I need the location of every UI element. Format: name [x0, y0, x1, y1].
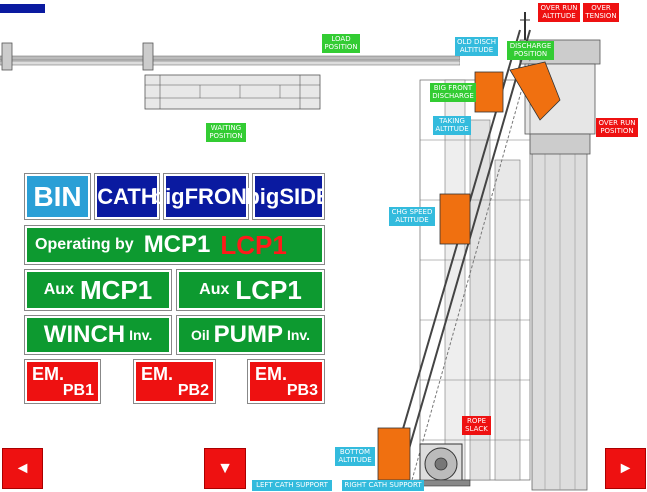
left-cath-support-label: LEFT CATH SUPPORT [252, 480, 332, 491]
oil-pump-inv-button[interactable]: Oil PUMP Inv. [176, 315, 325, 355]
aux-lcp1-prefix: Aux [199, 281, 230, 298]
arrow-left-icon: ◄ [14, 459, 31, 477]
operating-by-button[interactable]: Operating by MCP1 LCP1 [24, 225, 325, 265]
over-run-altitude-label: OVER RUN ALTITUDE [538, 3, 580, 22]
cath-view-button[interactable]: CATH [94, 173, 160, 220]
bin-view-button[interactable]: BIN [24, 173, 91, 220]
aux-mcp1-button[interactable]: Aux MCP1 [24, 269, 172, 311]
nav-right-button[interactable]: ► [605, 448, 646, 489]
em-pb2-em-text: EM. [141, 364, 174, 384]
load-position-label: LOAD POSITION [322, 34, 360, 53]
em-pb3-button[interactable]: EM. PB3 [247, 359, 325, 404]
operating-mcp1-text: MCP1 [143, 231, 211, 258]
oil-text: Oil [190, 327, 210, 343]
old-disch-altitude-label: OLD DISCH ALTITUDE [455, 37, 498, 56]
aux-lcp1-button[interactable]: Aux LCP1 [176, 269, 325, 311]
over-run-position-label: OVER RUN POSITION [596, 118, 638, 137]
em-pb1-em-text: EM. [32, 364, 65, 384]
taking-altitude-label: TAKING ALTITUDE [433, 116, 471, 135]
arrow-right-icon: ► [617, 459, 634, 477]
operating-by-text: Operating by [35, 236, 134, 253]
em-pb1-button[interactable]: EM. PB1 [24, 359, 101, 404]
em-pb3-pb-text: PB3 [286, 382, 318, 399]
pump-text: PUMP [213, 321, 283, 348]
operating-lcp1-text: LCP1 [220, 229, 287, 260]
hoist-structure-drawing [377, 12, 601, 491]
em-pb3-em-text: EM. [255, 364, 288, 384]
winch-text: WINCH [43, 321, 126, 348]
pump-inv-text: Inv. [286, 327, 311, 343]
right-cath-support-label: RIGHT CATH SUPPORT [342, 480, 424, 491]
over-tension-label: OVER TENSION [583, 3, 619, 22]
nav-down-button[interactable]: ▼ [204, 448, 246, 489]
discharge-position-label: DISCHARGE POSITION [507, 41, 554, 60]
bottom-altitude-label: BOTTOM ALTITUDE [335, 447, 375, 466]
big-side-view-button[interactable]: bigSIDE [246, 173, 331, 220]
conveyor-drawing [0, 42, 460, 110]
em-pb2-pb-text: PB2 [177, 382, 209, 399]
aux-mcp1-text: MCP1 [79, 274, 153, 305]
aux-lcp1-text: LCP1 [235, 274, 302, 305]
winch-inv-button[interactable]: WINCH Inv. [24, 315, 172, 355]
big-front-view-button[interactable]: bigFRONT [152, 173, 260, 220]
em-pb1-pb-text: PB1 [62, 382, 94, 399]
arrow-down-icon: ▼ [217, 459, 233, 477]
winch-inv-text: Inv. [129, 327, 153, 343]
aux-mcp1-prefix: Aux [43, 281, 74, 298]
big-front-discharge-label: BIG FRONT DISCHARGE [430, 83, 476, 102]
waiting-position-label: WAITING POSITION [206, 123, 246, 142]
nav-left-button[interactable]: ◄ [2, 448, 43, 489]
em-pb2-button[interactable]: EM. PB2 [133, 359, 216, 404]
top-indicator-bar [0, 4, 45, 13]
chg-speed-altitude-label: CHG SPEED ALTITUDE [389, 207, 435, 226]
rope-slack-label: ROPE SLACK [462, 416, 491, 435]
